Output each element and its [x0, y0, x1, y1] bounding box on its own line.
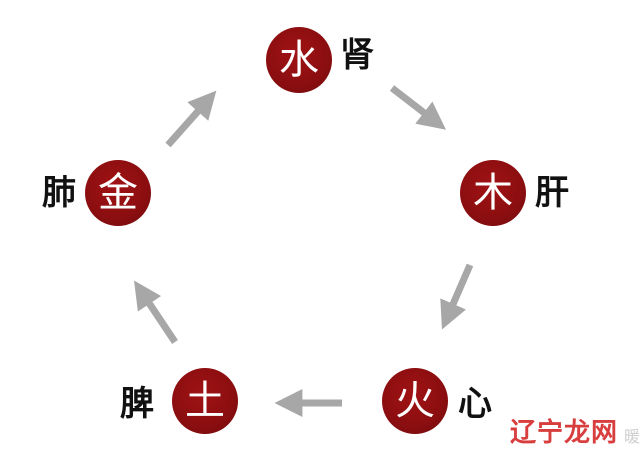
fire-char: 火 [395, 378, 435, 424]
wood-node: 木 [460, 160, 526, 226]
metal-node: 金 [85, 160, 151, 226]
heart-label: 心 [458, 384, 492, 424]
arrow-earth-to-metal [134, 280, 178, 344]
earth-char: 土 [185, 378, 225, 424]
metal-char: 金 [98, 170, 138, 216]
fire-node: 火 [382, 368, 448, 434]
watermark-tail: 暖 [623, 427, 640, 446]
spleen-label: 脾 [120, 384, 154, 424]
earth-node: 土 [172, 368, 238, 434]
water-node: 水 [266, 27, 332, 93]
watermark-logo: 辽宁龙网 [509, 418, 618, 448]
water-char: 水 [279, 37, 319, 83]
kidney-label: 肾 [340, 35, 374, 75]
arrow-wood-to-fire [440, 263, 474, 330]
arrow-metal-to-water [165, 90, 217, 148]
liver-label: 肝 [535, 173, 569, 213]
lung-label: 肺 [42, 173, 76, 213]
arrow-water-to-wood [389, 85, 446, 130]
wood-char: 木 [473, 170, 513, 216]
